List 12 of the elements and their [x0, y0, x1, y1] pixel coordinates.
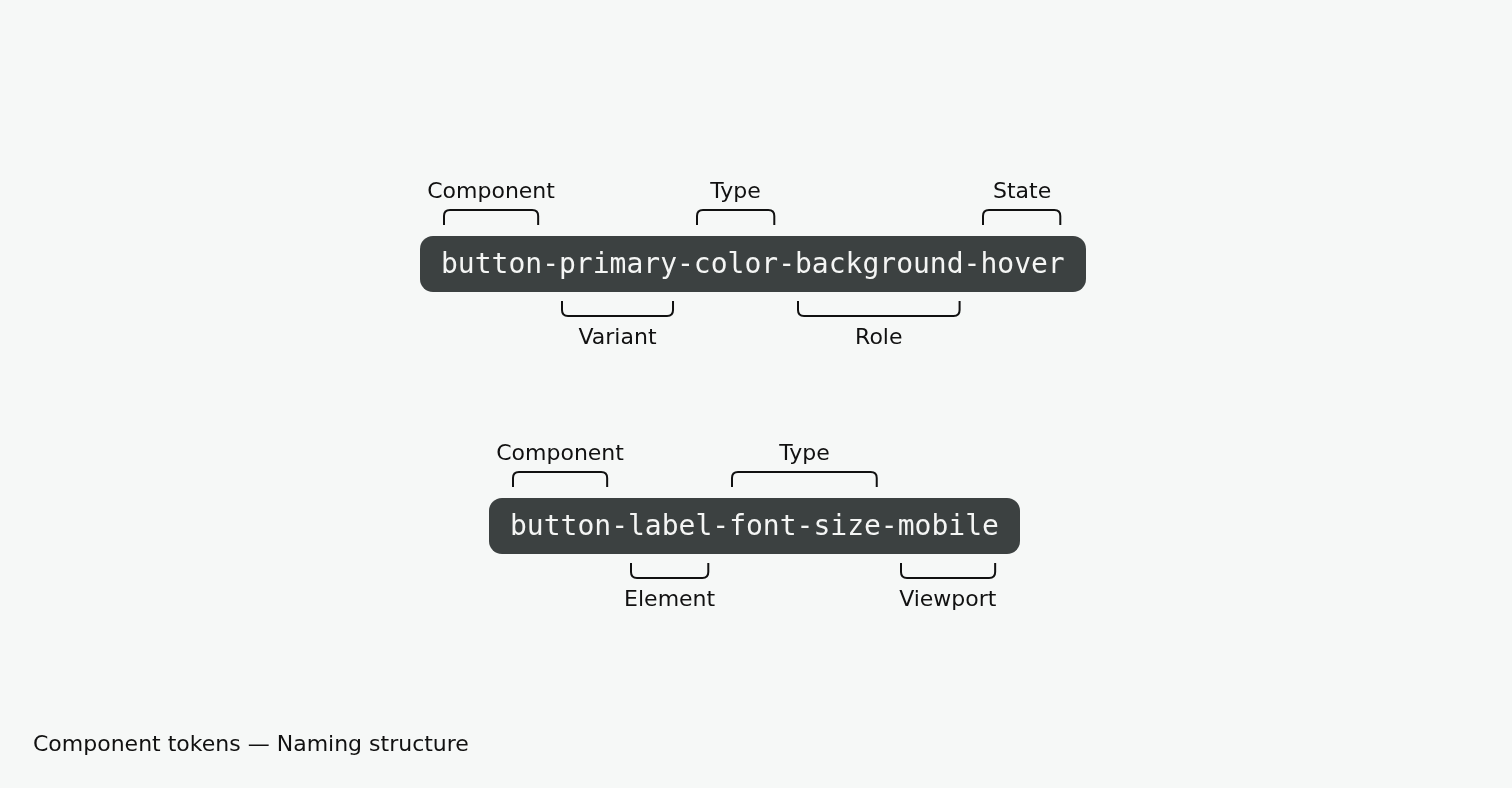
segment-label: Component	[427, 177, 555, 205]
token-chip: button-label-font-size-mobile	[489, 498, 1020, 554]
segment-label: Type	[710, 177, 761, 205]
token-chip: button-primary-color-background-hover	[420, 236, 1086, 292]
segment-label: Element	[624, 585, 716, 613]
caption: Component tokens — Naming structure	[33, 730, 469, 758]
segment-label: Role	[855, 323, 903, 351]
segment-label: Component	[496, 439, 624, 467]
segment-label: Viewport	[899, 585, 997, 613]
segment-label: Variant	[578, 323, 657, 351]
segment-label: State	[992, 177, 1052, 205]
segment-label: Type	[779, 439, 830, 467]
